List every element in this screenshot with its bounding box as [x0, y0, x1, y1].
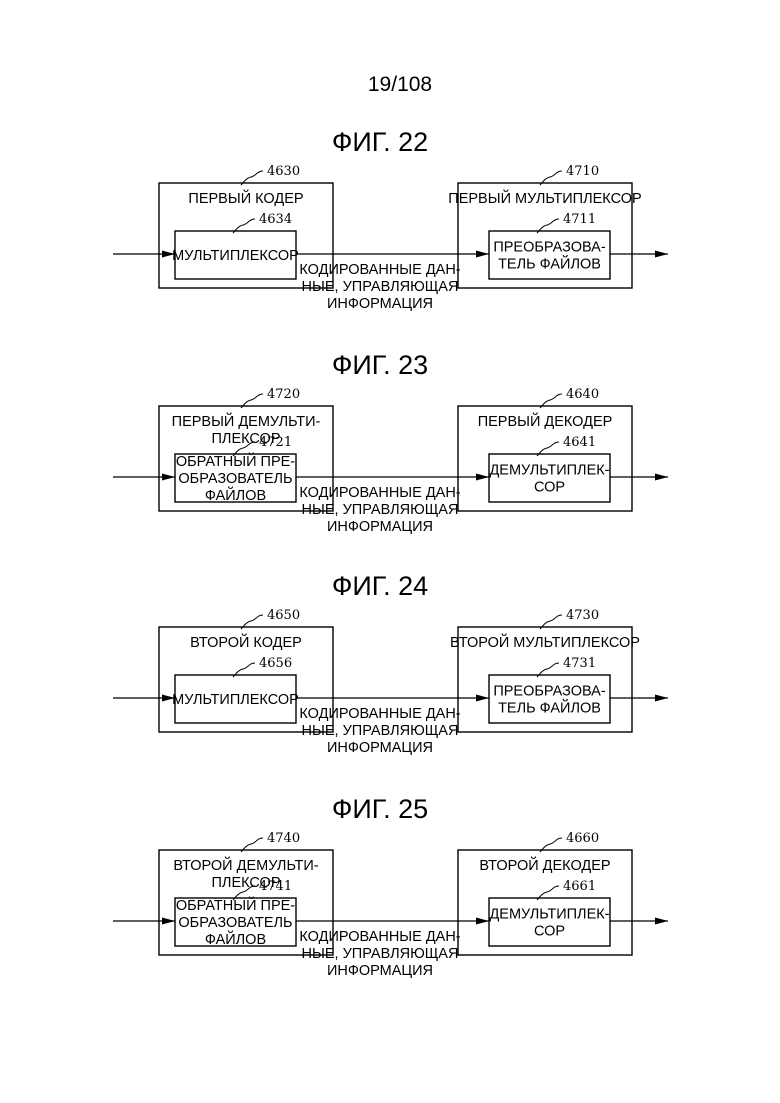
left-inner-ref-number: 4656	[259, 656, 292, 671]
left-block-label: ПЕРВЫЙ КОДЕР	[188, 189, 303, 207]
link-label: ИНФОРМАЦИЯ	[327, 296, 433, 312]
figures-container: ФИГ. 22 ПЕРВЫЙ КОДЕР 4630МУЛЬТИПЛЕКСОР 4634…	[113, 127, 668, 979]
right-inner-ref-number: 4731	[563, 656, 596, 671]
link-label: НЫЕ, УПРАВЛЯЮЩАЯ	[302, 279, 459, 295]
right-block: ПЕРВЫЙ ДЕКОДЕР 4640ДЕМУЛЬТИПЛЕК-СОР 4641	[458, 387, 632, 511]
figure-3: ФИГ. 24 ВТОРОЙ КОДЕР 4650МУЛЬТИПЛЕКСОР 4656…	[113, 571, 668, 756]
left-inner-label: МУЛЬТИПЛЕКСОР	[172, 692, 299, 708]
left-inner-label: ОБРАЗОВАТЕЛЬ	[178, 471, 292, 487]
link-label: ИНФОРМАЦИЯ	[327, 740, 433, 756]
figure-2: ФИГ. 23ПЕРВЫЙ ДЕМУЛЬТИ-ПЛЕКСОР4720ОБРАТН…	[113, 350, 668, 535]
left-ref-number: 4650	[267, 608, 300, 623]
right-inner-ref-number: 4641	[563, 435, 596, 450]
figure-title: ФИГ. 24	[332, 571, 428, 601]
link-label: НЫЕ, УПРАВЛЯЮЩАЯ	[302, 946, 459, 962]
link-label: НЫЕ, УПРАВЛЯЮЩАЯ	[302, 502, 459, 518]
link-label: КОДИРОВАННЫЕ ДАН-	[299, 262, 460, 278]
right-ref-number: 4640	[566, 387, 599, 402]
right-inner-label: ТЕЛЬ ФАЙЛОВ	[498, 255, 601, 273]
link-label: НЫЕ, УПРАВЛЯЮЩАЯ	[302, 723, 459, 739]
link-label: КОДИРОВАННЫЕ ДАН-	[299, 706, 460, 722]
figure-title: ФИГ. 22	[332, 127, 428, 157]
left-inner-label: ОБРАТНЫЙ ПРЕ-	[176, 896, 295, 914]
right-inner-label: ДЕМУЛЬТИПЛЕК-	[489, 463, 609, 479]
right-block: ВТОРОЙ ДЕКОДЕР 4660ДЕМУЛЬТИПЛЕК-СОР 4661	[458, 831, 632, 955]
right-block-label: ВТОРОЙ МУЛЬТИПЛЕКСОР	[450, 633, 640, 651]
right-inner-label: СОР	[534, 924, 565, 940]
right-inner-ref-number: 4711	[563, 212, 596, 227]
right-block-label: ПЕРВЫЙ МУЛЬТИПЛЕКСОР	[448, 189, 641, 207]
left-block-label: ПЕРВЫЙ ДЕМУЛЬТИ-	[172, 412, 321, 430]
figure-1: ФИГ. 22 ПЕРВЫЙ КОДЕР 4630МУЛЬТИПЛЕКСОР 4634…	[113, 127, 668, 312]
left-inner-label: ОБРАТНЫЙ ПРЕ-	[176, 452, 295, 470]
right-inner-label: ПРЕОБРАЗОВА-	[493, 684, 606, 700]
link-label: КОДИРОВАННЫЕ ДАН-	[299, 485, 460, 501]
right-inner-label: СОР	[534, 480, 565, 496]
right-inner-ref-number: 4661	[563, 879, 596, 894]
right-ref-number: 4710	[566, 164, 599, 179]
right-block: ПЕРВЫЙ МУЛЬТИПЛЕКСОР 4710ПРЕОБРАЗОВА-ТЕЛЬ…	[448, 164, 641, 288]
link-label: ИНФОРМАЦИЯ	[327, 963, 433, 979]
right-ref-number: 4660	[566, 831, 599, 846]
left-inner-label: ОБРАЗОВАТЕЛЬ	[178, 915, 292, 931]
left-inner-label: ФАЙЛОВ	[205, 930, 266, 948]
link-label: ИНФОРМАЦИЯ	[327, 519, 433, 535]
left-ref-number: 4740	[267, 831, 300, 846]
figure-4: ФИГ. 25ВТОРОЙ ДЕМУЛЬТИ-ПЛЕКСОР4740ОБРАТН…	[113, 794, 668, 979]
page-number: 19/108	[368, 73, 432, 96]
left-block-label: ВТОРОЙ ДЕМУЛЬТИ-	[173, 856, 318, 874]
left-inner-ref-number: 4634	[259, 212, 292, 227]
figure-title: ФИГ. 23	[332, 350, 428, 380]
link-label: КОДИРОВАННЫЕ ДАН-	[299, 929, 460, 945]
right-inner-label: ПРЕОБРАЗОВА-	[493, 240, 606, 256]
right-ref-number: 4730	[566, 608, 599, 623]
right-block: ВТОРОЙ МУЛЬТИПЛЕКСОР 4730ПРЕОБРАЗОВА-ТЕЛЬ…	[450, 608, 640, 732]
right-block-label: ВТОРОЙ ДЕКОДЕР	[479, 856, 610, 874]
left-block-label: ВТОРОЙ КОДЕР	[190, 633, 302, 651]
left-inner-ref-number: 4741	[259, 879, 292, 894]
left-inner-ref-number: 4721	[259, 435, 292, 450]
left-inner-label: МУЛЬТИПЛЕКСОР	[172, 248, 299, 264]
right-inner-label: ДЕМУЛЬТИПЛЕК-	[489, 907, 609, 923]
left-ref-number: 4720	[267, 387, 300, 402]
left-ref-number: 4630	[267, 164, 300, 179]
right-block-label: ПЕРВЫЙ ДЕКОДЕР	[478, 412, 613, 430]
left-inner-label: ФАЙЛОВ	[205, 486, 266, 504]
figure-title: ФИГ. 25	[332, 794, 428, 824]
right-inner-label: ТЕЛЬ ФАЙЛОВ	[498, 699, 601, 717]
